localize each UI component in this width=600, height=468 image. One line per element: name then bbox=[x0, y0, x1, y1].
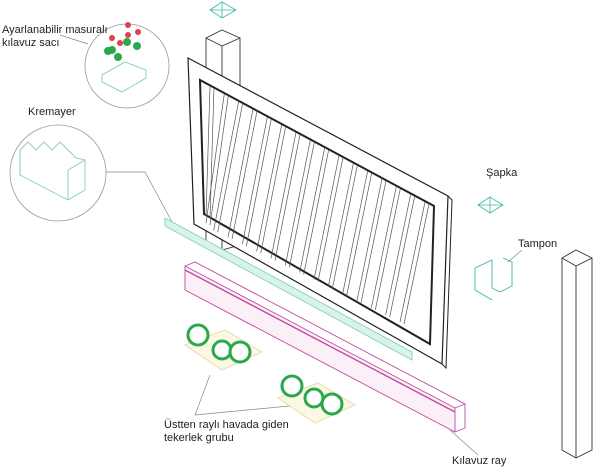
gate-slat-line bbox=[213, 101, 240, 231]
label-cap: Şapka bbox=[486, 167, 518, 179]
gate-slat-line bbox=[274, 134, 301, 261]
guide-rail bbox=[184, 261, 467, 433]
label-rack: Kremayer bbox=[28, 106, 76, 118]
gate-slat-line bbox=[284, 140, 311, 266]
gate-slat-line bbox=[342, 170, 369, 294]
gate-slat-line bbox=[245, 118, 272, 247]
wheel-group-2 bbox=[277, 374, 356, 424]
gate-slats bbox=[205, 85, 430, 325]
gate-slat-line bbox=[389, 196, 416, 318]
gate-slat-line bbox=[227, 109, 254, 238]
gate-slat-line bbox=[399, 201, 426, 323]
leader-guide-plate bbox=[59, 34, 89, 45]
gate-slat-line bbox=[360, 180, 387, 303]
receiving-post bbox=[561, 249, 593, 459]
wheel-group-1 bbox=[184, 323, 263, 371]
gate-slat-line bbox=[209, 87, 215, 219]
gate-slat-line bbox=[209, 95, 229, 226]
gate-slat-line bbox=[346, 172, 373, 296]
gate-slat-line bbox=[317, 157, 344, 282]
bumper-part bbox=[474, 257, 513, 301]
leader-rack bbox=[100, 171, 173, 223]
cap-part bbox=[477, 196, 504, 214]
label-wheel-group-line1: Üstten raylı havada giden bbox=[164, 419, 289, 431]
leader-guide-rail bbox=[449, 429, 479, 456]
gate-slat-line bbox=[356, 178, 383, 301]
gate-slat-line bbox=[256, 124, 283, 252]
label-guide-rail: Kılavuz ray bbox=[452, 455, 507, 467]
gate-slat-line bbox=[403, 203, 430, 325]
leader-wheel-group bbox=[194, 374, 301, 416]
guide-plate-detail bbox=[84, 22, 170, 109]
label-guide-plate-line2: kılavuz sacı bbox=[2, 37, 60, 49]
gate-slat-line bbox=[385, 194, 412, 316]
gate-slat-line bbox=[217, 103, 244, 233]
gate-slat-line bbox=[241, 116, 268, 245]
gate-slat-line bbox=[370, 186, 397, 308]
gate-slat-line bbox=[331, 165, 358, 289]
gate-slat-line bbox=[205, 93, 225, 224]
gate-slat-line bbox=[288, 142, 315, 268]
gate-slat-line bbox=[374, 188, 401, 310]
label-bumper: Tampon bbox=[518, 238, 558, 250]
gate-slat-line bbox=[299, 147, 326, 273]
gate-slat-line bbox=[313, 155, 340, 280]
gate-slat-line bbox=[270, 132, 297, 259]
gate-slat-line bbox=[303, 149, 330, 275]
gate-slat-line bbox=[205, 85, 211, 217]
rack-detail bbox=[9, 124, 107, 222]
gate-frame bbox=[187, 56, 453, 370]
label-wheel-group-line2: tekerlek grubu bbox=[164, 432, 234, 444]
rack bbox=[164, 217, 413, 361]
gate-slat-line bbox=[327, 163, 354, 287]
post-cap-top bbox=[209, 1, 237, 19]
gate-slat-line bbox=[260, 126, 287, 254]
gate-slat-line bbox=[231, 111, 258, 240]
label-guide-plate-line1: Ayarlanabilir masuralı bbox=[2, 24, 108, 36]
leader-bumper bbox=[507, 249, 523, 263]
leader-lines bbox=[59, 34, 523, 456]
